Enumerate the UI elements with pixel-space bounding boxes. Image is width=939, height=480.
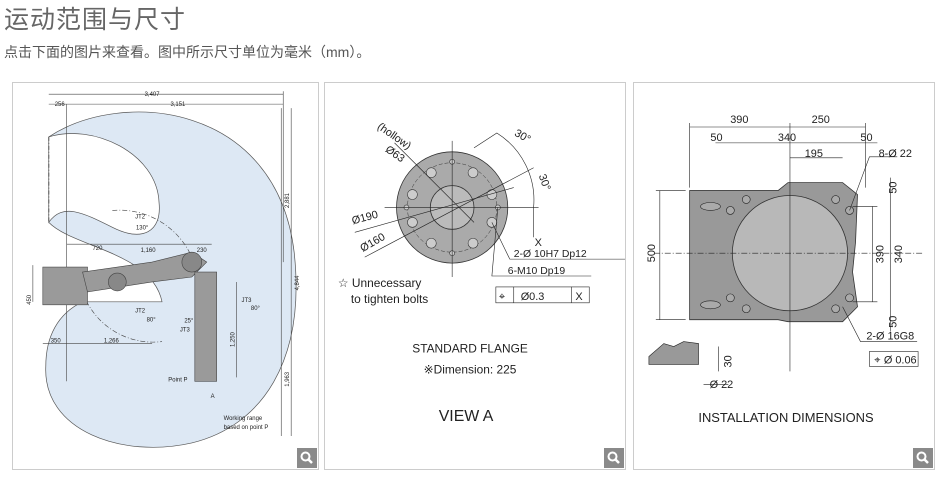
angle-30-upper: 30°	[512, 127, 532, 146]
dim-390-vertical: 390	[874, 245, 886, 263]
zoom-button[interactable]	[297, 448, 317, 468]
jt3-upper-angle: 80°	[251, 306, 261, 312]
note-unnecessary: ☆ Unnecessary	[338, 276, 422, 290]
jt2-lower-label: JT2	[135, 309, 146, 315]
magnifier-icon	[607, 451, 620, 464]
dim-256: 256	[55, 102, 66, 108]
robot-arm	[42, 251, 217, 382]
dim-1250: 1,250	[231, 331, 237, 347]
dim-230: 230	[197, 248, 208, 254]
magnifier-icon	[916, 451, 929, 464]
dim-2881: 2,881	[285, 192, 291, 208]
dim-50-top: 50	[887, 182, 899, 194]
jt2-upper-angle: 130°	[136, 225, 149, 231]
dim-720: 720	[92, 246, 103, 252]
dim-50-left: 50	[710, 132, 722, 144]
dim-50-right: 50	[860, 132, 872, 144]
tolerance-value: Ø 0.06	[884, 354, 917, 366]
datum-x: X	[535, 237, 543, 249]
mounting-holes-label: 8-Ø 22	[879, 148, 912, 160]
caption-installation: INSTALLATION DIMENSIONS	[698, 410, 874, 425]
jt2-upper-label: JT2	[135, 214, 146, 220]
tapped-holes-label: 6-M10 Dp19	[508, 266, 566, 277]
dim-1963: 1,963	[285, 371, 291, 387]
flange-drawing: (hollow) Ø63 Ø190 Ø160 30° 30° X 2-Ø 10H…	[338, 121, 625, 425]
dim-d190: Ø190	[350, 209, 379, 227]
dim-195: 195	[805, 148, 823, 160]
pin-holes-label: 2-Ø 16G8	[866, 331, 914, 343]
dim-4844: 4,844	[295, 275, 301, 291]
motion-range-image[interactable]: 3,407 256 3,151 2,881 4,844 1,963 720 1,…	[12, 82, 319, 470]
pin-holes-label: 2-Ø 10H7 Dp12	[514, 249, 587, 260]
dim-250: 250	[812, 114, 830, 126]
magnifier-icon	[300, 451, 313, 464]
installation-image[interactable]: 390 250 50 340 50 195 8-Ø 22 500 390 340…	[633, 82, 935, 470]
angle-30-lower: 30°	[536, 173, 553, 193]
dim-340: 340	[778, 132, 796, 144]
dim-1160: 1,160	[141, 248, 157, 254]
point-p-label: Point P	[168, 377, 187, 383]
caption-standard-flange: STANDARD FLANGE	[412, 341, 528, 355]
view-a-marker: A	[211, 394, 215, 400]
dim-450: 450	[27, 294, 33, 305]
dim-50-bottom: 50	[887, 316, 899, 328]
dim-d160: Ø160	[358, 231, 387, 255]
dim-3151: 3,151	[170, 102, 186, 108]
zoom-button[interactable]	[913, 448, 933, 468]
installation-drawing: 390 250 50 340 50 195 8-Ø 22 500 390 340…	[646, 114, 923, 425]
dim-340-vertical: 340	[893, 245, 905, 263]
caption-dimension: ※Dimension: 225	[424, 362, 517, 376]
note-tighten-bolts: to tighten bolts	[351, 292, 428, 306]
jt2-lower-angle: 80°	[147, 318, 157, 324]
flange-image[interactable]: (hollow) Ø63 Ø190 Ø160 30° 30° X 2-Ø 10H…	[324, 82, 626, 470]
working-range-label-2: based on point P	[224, 425, 269, 431]
dim-3407: 3,407	[145, 92, 161, 98]
page-subtitle: 点击下面的图片来查看。图中所示尺寸单位为毫米（mm）。	[4, 44, 371, 60]
caption-view-a: VIEW A	[439, 408, 494, 425]
jt3-lower-angle: 25°	[184, 319, 194, 325]
page-title: 运动范围与尺寸	[4, 6, 187, 34]
motion-range-drawing: 3,407 256 3,151 2,881 4,844 1,963 720 1,…	[27, 91, 301, 448]
position-tolerance-symbol: ⌖	[874, 354, 880, 366]
tolerance-value: Ø0.3	[521, 291, 545, 303]
dim-350: 350	[51, 339, 62, 345]
jt3-lower-label: JT3	[180, 328, 191, 334]
jt3-upper-label: JT3	[242, 298, 253, 304]
zoom-button[interactable]	[604, 448, 624, 468]
working-range-label: Working range	[224, 416, 263, 422]
dim-390: 390	[730, 114, 748, 126]
dim-500: 500	[646, 244, 658, 262]
tolerance-datum: X	[575, 291, 583, 303]
dim-d22: Ø 22	[710, 379, 734, 391]
position-tolerance-symbol: ⌖	[499, 291, 505, 303]
dim-30: 30	[722, 355, 734, 367]
dim-1266: 1,266	[104, 339, 120, 345]
